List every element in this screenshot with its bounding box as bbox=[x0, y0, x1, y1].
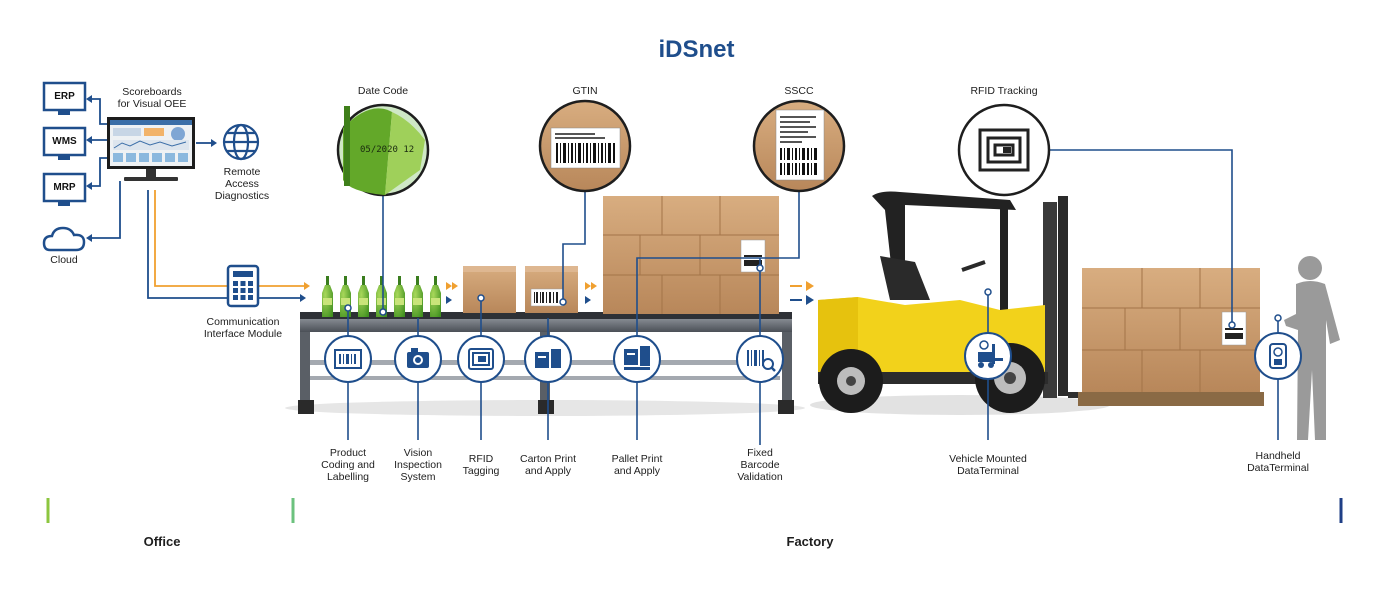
scoreboard-monitor bbox=[107, 117, 195, 181]
date-code-print: 05/2020 12 bbox=[360, 145, 415, 155]
carton-1 bbox=[463, 266, 516, 313]
mrp-monitor bbox=[42, 172, 87, 206]
station-label-carton: Carton Print and Apply bbox=[519, 453, 577, 477]
bottles bbox=[322, 276, 441, 317]
flow-arrows bbox=[446, 281, 814, 305]
forklift-terminal-icon bbox=[978, 340, 1003, 368]
remote-access-label: Remote Access Diagnostics bbox=[214, 166, 270, 202]
station-label-pallet: Pallet Print and Apply bbox=[611, 453, 663, 477]
station-label-handheld: Handheld DataTerminal bbox=[1247, 450, 1309, 474]
barcode-label-icon bbox=[334, 349, 362, 369]
person-silhouette bbox=[1284, 256, 1340, 440]
dot bbox=[477, 294, 485, 302]
pallet-stack-forklift bbox=[1078, 268, 1264, 406]
date-code-label: Date Code bbox=[357, 85, 409, 97]
cloud-label: Cloud bbox=[50, 254, 78, 266]
gtin-callout bbox=[538, 99, 632, 306]
sscc-callout bbox=[636, 99, 846, 345]
carton-2 bbox=[525, 266, 578, 313]
globe-icon bbox=[222, 123, 260, 161]
dot bbox=[1274, 314, 1282, 322]
dot bbox=[344, 304, 352, 312]
zone-factory-label: Factory bbox=[786, 534, 834, 549]
pallet-stack-conveyor bbox=[603, 196, 779, 314]
zone-office-label: Office bbox=[143, 534, 181, 549]
rfid-tracking-callout bbox=[957, 103, 1236, 329]
barcode-scan-icon bbox=[747, 350, 776, 372]
cloud-icon bbox=[42, 226, 86, 252]
station-label-product-coding: Product Coding and Labelling bbox=[321, 447, 375, 483]
wms-label: WMS bbox=[52, 136, 77, 147]
scoreboards-label: Scoreboards for Visual OEE bbox=[117, 86, 187, 110]
erp-monitor bbox=[42, 81, 87, 115]
station-label-vision: Vision Inspection System bbox=[394, 447, 442, 483]
mrp-label: MRP bbox=[53, 182, 76, 193]
camera-icon bbox=[407, 348, 429, 368]
rfid-tracking-label: RFID Tracking bbox=[970, 85, 1038, 97]
station-label-vehicle: Vehicle Mounted DataTerminal bbox=[949, 453, 1027, 477]
pallet-printer-icon bbox=[624, 346, 650, 370]
page-title: iDSnet bbox=[658, 36, 735, 63]
handheld-terminal-icon bbox=[1269, 343, 1287, 369]
communication-module bbox=[226, 264, 260, 308]
dot bbox=[984, 288, 992, 296]
zone-bar bbox=[46, 498, 1343, 524]
station-label-rfid: RFID Tagging bbox=[462, 453, 500, 477]
rfid-tag-icon bbox=[468, 348, 494, 370]
office-arrowheads bbox=[86, 95, 306, 302]
carton-printer-icon bbox=[535, 349, 561, 368]
station-label-barcode: Fixed Barcode Validation bbox=[737, 447, 783, 483]
erp-label: ERP bbox=[54, 91, 75, 102]
orange-arrowhead bbox=[304, 282, 310, 290]
wms-monitor bbox=[42, 126, 87, 160]
date-code-callout bbox=[336, 103, 430, 316]
gtin-label: GTIN bbox=[572, 85, 598, 97]
sscc-label: SSCC bbox=[784, 85, 814, 97]
comm-module-label: Communication Interface Module bbox=[203, 316, 283, 340]
